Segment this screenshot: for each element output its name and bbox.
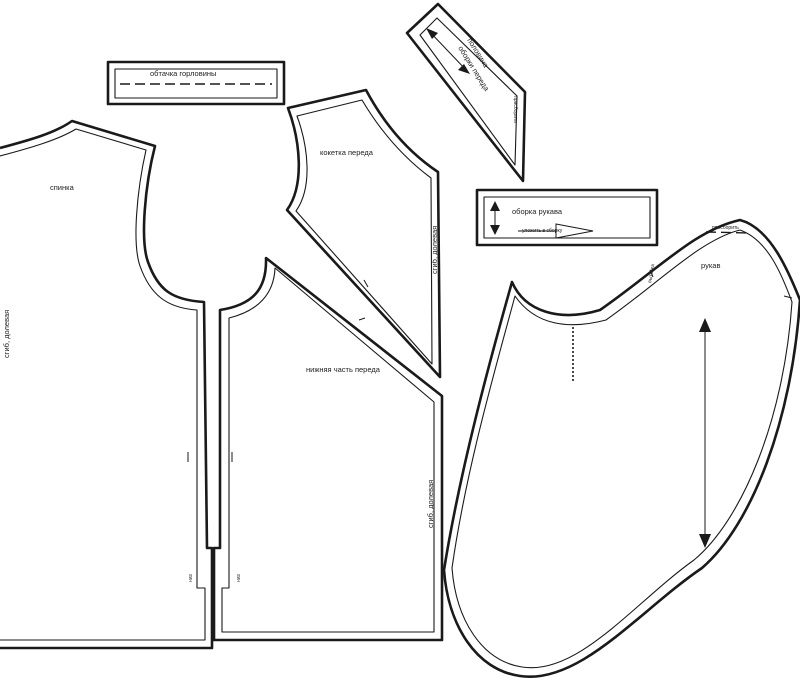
front-yoke-piece: кокетка переда сгиб, долевая (285, 88, 442, 379)
sleeve-piece: рукав присборить вытачка (442, 218, 800, 679)
lower-front-piece: нижняя часть переда сгиб, долевая низ (212, 256, 444, 642)
sleeve-label: рукав (701, 261, 720, 270)
back-label: спинка (50, 183, 75, 192)
yoke-fold-label: сгиб, долевая (430, 226, 439, 274)
back-piece: спинка сгиб, долевая низ (0, 119, 214, 650)
back-fold-label: сгиб, долевая (2, 310, 11, 358)
sleeve-ruffle-piece: оборка рукава уложить в сборку (475, 188, 659, 247)
neckline-facing-piece: обтачка горловины (106, 60, 286, 106)
sleeve-ruffle-label: оборка рукава (512, 207, 563, 216)
sleeve-ruffle-note: уложить в сборку (522, 228, 563, 234)
sleeve-top-note: присборить (712, 225, 739, 231)
back-hem-note: низ (188, 573, 194, 582)
front-ruffle-piece: половина оборки переда присборить (405, 2, 527, 183)
sleeve-grainline-arrow (699, 318, 711, 548)
sleeve-ruffle-grainline (490, 201, 500, 235)
gather-direction-arrow (518, 223, 594, 239)
front-fold-label: сгиб, долевая (426, 480, 435, 528)
grainline-arrow (426, 28, 470, 74)
front-hem-note: низ (236, 573, 242, 582)
neckline-facing-label: обтачка горловины (150, 69, 216, 78)
sleeve-side-note: вытачка (647, 264, 656, 284)
lower-front-label: нижняя часть переда (306, 365, 381, 374)
front-ruffle-note: присборить (512, 96, 518, 123)
front-yoke-label: кокетка переда (320, 148, 374, 157)
